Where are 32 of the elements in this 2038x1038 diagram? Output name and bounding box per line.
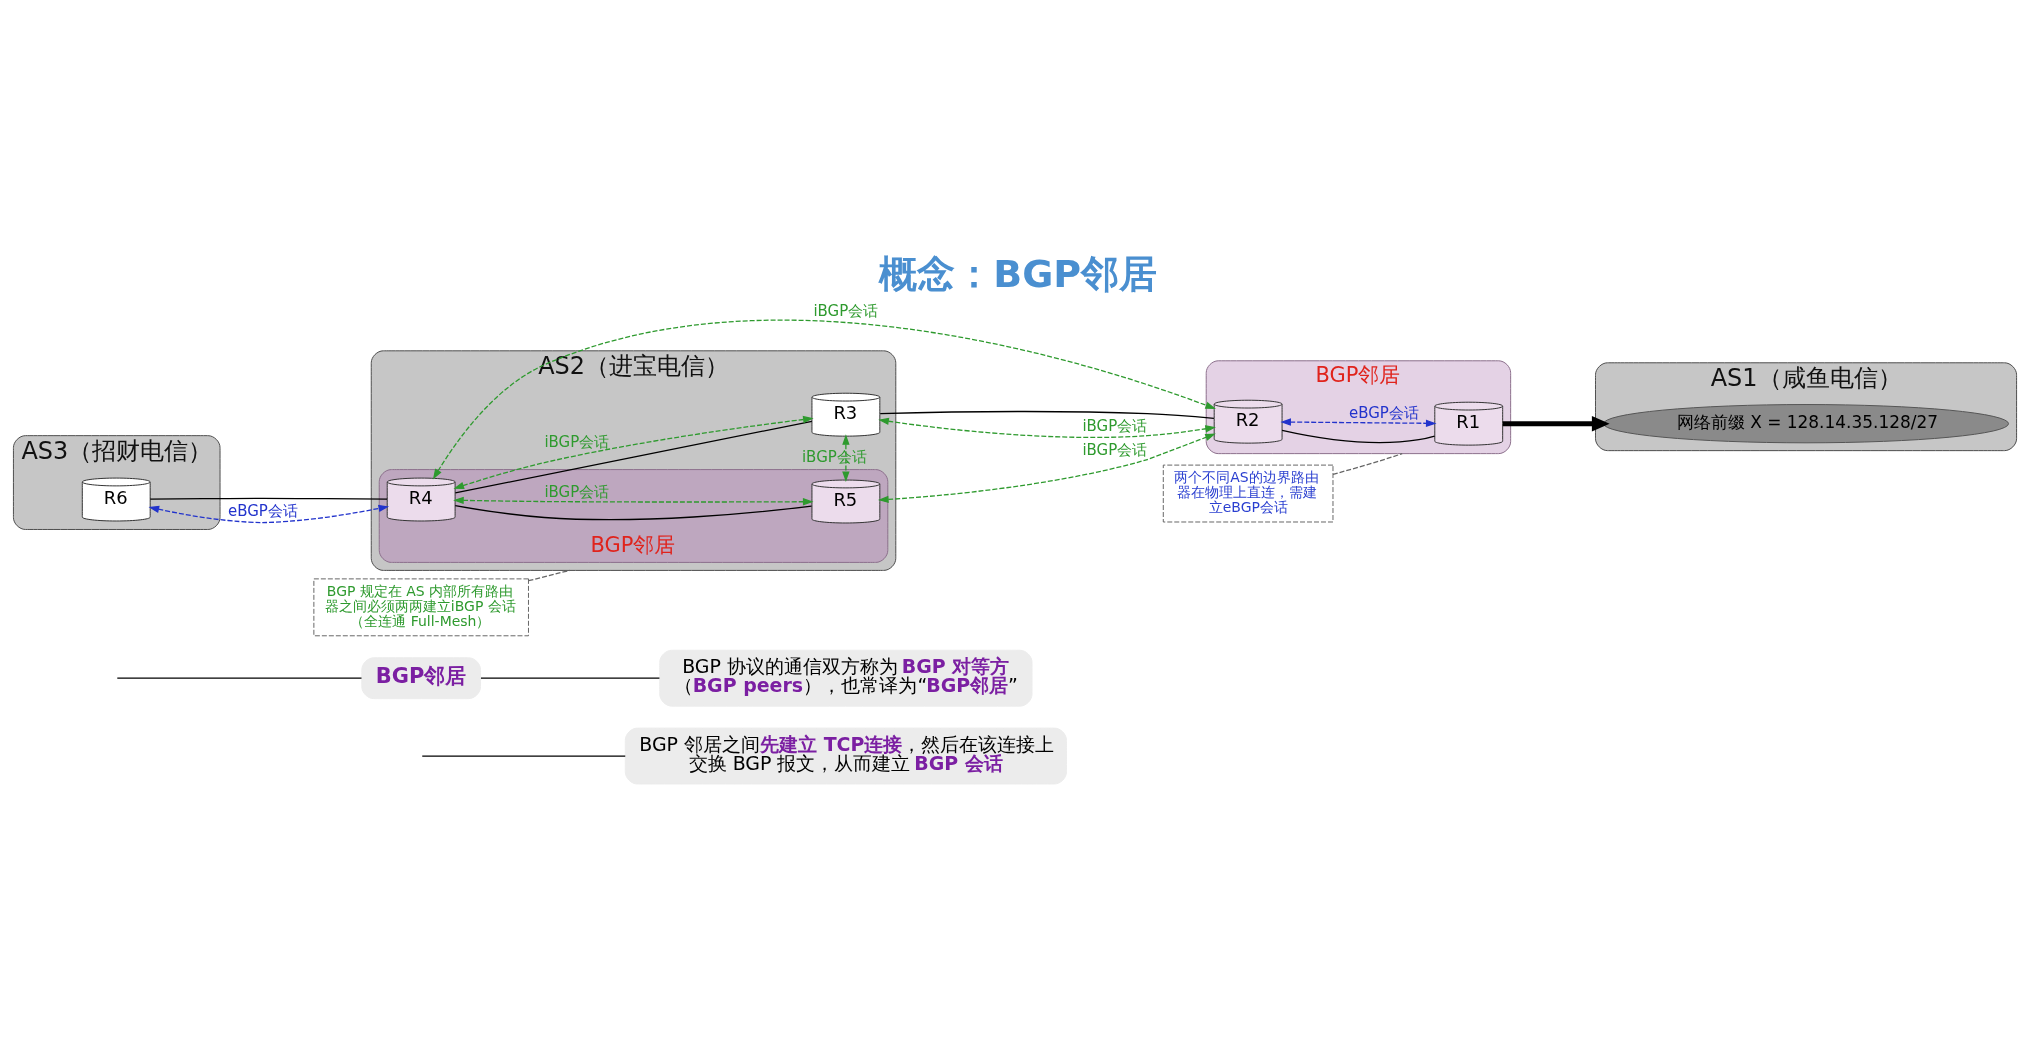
arrow [878, 417, 1216, 439]
diagram-title: 概念：BGP邻居 [879, 252, 1158, 297]
arrow [1280, 418, 1437, 427]
arrow [878, 433, 1216, 504]
connector [454, 505, 813, 521]
edge-label: iBGP会话 [801, 447, 867, 466]
connector [116, 677, 363, 679]
edge-label: iBGP会话 [813, 301, 879, 320]
connector [480, 677, 661, 679]
connector [1281, 429, 1436, 444]
arrow [148, 504, 390, 524]
edge-label: eBGP会话 [228, 501, 298, 520]
connector [1332, 452, 1403, 475]
connector [149, 497, 388, 500]
node-box: 两个不同AS的边界路由器在物理上直连，需建立eBGP会话 [1162, 464, 1334, 523]
arrow [453, 496, 814, 506]
node-ellipse: 网络前缀 X = 128.14.35.128/27 [1603, 404, 2010, 444]
node-box: BGP 协议的通信双方称为 BGP 对等方（BGP peers），也常译为“BGP邻居” [659, 649, 1033, 707]
edge-label: iBGP会话 [544, 482, 610, 501]
edge-label: eBGP会话 [1348, 403, 1419, 422]
node-box: BGP邻居 [361, 657, 482, 700]
edge-label: iBGP会话 [544, 432, 610, 451]
arrow [432, 319, 1216, 480]
connector [879, 410, 1215, 419]
arrow [1502, 415, 1610, 432]
node-box: BGP 规定在 AS 内部所有路由器之间必须两两建立iBGP 会话（全连通 Full-Mesh） [313, 578, 529, 637]
arrow [842, 434, 850, 483]
connector [421, 755, 626, 757]
connector [527, 569, 571, 582]
edge-label: iBGP会话 [1082, 440, 1148, 459]
edge-label: iBGP会话 [1082, 416, 1148, 435]
node-box: BGP 邻居之间先建立 TCP连接，然后在该连接上交换 BGP 报文，从而建立 BGP 会话 [624, 727, 1067, 785]
